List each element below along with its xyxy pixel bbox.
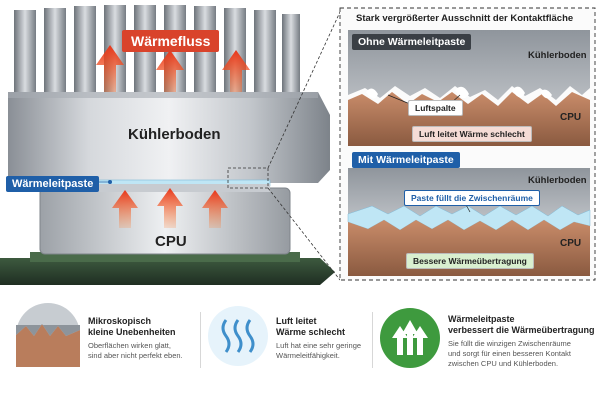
- pcb: [0, 258, 335, 285]
- air-waves-icon: [208, 306, 268, 366]
- without-cooler-label: Kühlerboden: [528, 50, 587, 61]
- legend-desc-3c: zwischen CPU und Kühlerboden.: [448, 359, 559, 368]
- cooler-base-label: Kühlerboden: [128, 126, 221, 143]
- heat-arrows-cpu: [112, 188, 228, 228]
- paste-fills-label: Paste füllt die Zwischenräume: [404, 190, 540, 206]
- zoom-marker: [227, 167, 269, 189]
- with-cooler-label: Kühlerboden: [528, 175, 587, 186]
- without-cpu-label: CPU: [560, 112, 582, 123]
- legend-desc-3a: Sie füllt die winzigen Zwischenräume: [448, 339, 571, 348]
- heat-flow-label: Wärmefluss: [122, 30, 220, 52]
- without-caption: Luft leitet Wärme schlecht: [412, 126, 532, 142]
- with-cpu-label: CPU: [560, 238, 582, 249]
- legend-desc-2b: Wärmeleitfähigkeit.: [276, 351, 340, 360]
- detail-title: Stark vergrößerter Ausschnitt der Kontak…: [356, 13, 574, 24]
- legend-title-1b: kleine Unebenheiten: [88, 327, 176, 337]
- up-arrows-icon: [380, 308, 440, 368]
- legend-desc-1b: sind aber nicht perfekt eben.: [88, 351, 183, 360]
- cooler-base: [8, 92, 330, 183]
- legend-desc-2a: Luft hat eine sehr geringe: [276, 341, 362, 350]
- rough-surface-icon: [16, 303, 80, 367]
- legend-separator-2: [372, 312, 373, 368]
- with-paste-title: Mit Wärmeleitpaste: [352, 152, 460, 168]
- without-paste-title: Ohne Wärmeleitpaste: [352, 34, 472, 50]
- legend-title-3a: Wärmeleitpaste: [448, 314, 515, 324]
- heat-arrows-top: [96, 45, 250, 108]
- legend-title-3b: verbessert die Wärmeübertragung: [448, 325, 595, 335]
- cpu-label: CPU: [155, 233, 187, 250]
- legend-title-2b: Wärme schlecht: [276, 327, 346, 337]
- legend-title-2a: Luft leitet: [276, 316, 317, 326]
- thermal-paste-label: Wärmeleitpaste: [6, 176, 100, 192]
- legend-desc-1a: Oberflächen wirken glatt,: [88, 341, 171, 350]
- with-caption: Bessere Wärmeübertragung: [406, 253, 534, 269]
- air-gap-label: Luftspalte: [408, 100, 463, 116]
- legend-separator-1: [200, 312, 201, 368]
- legend-title-1a: Mikroskopisch: [88, 316, 152, 326]
- legend-desc-3b: und sorgt für einen besseren Kontakt: [448, 349, 571, 358]
